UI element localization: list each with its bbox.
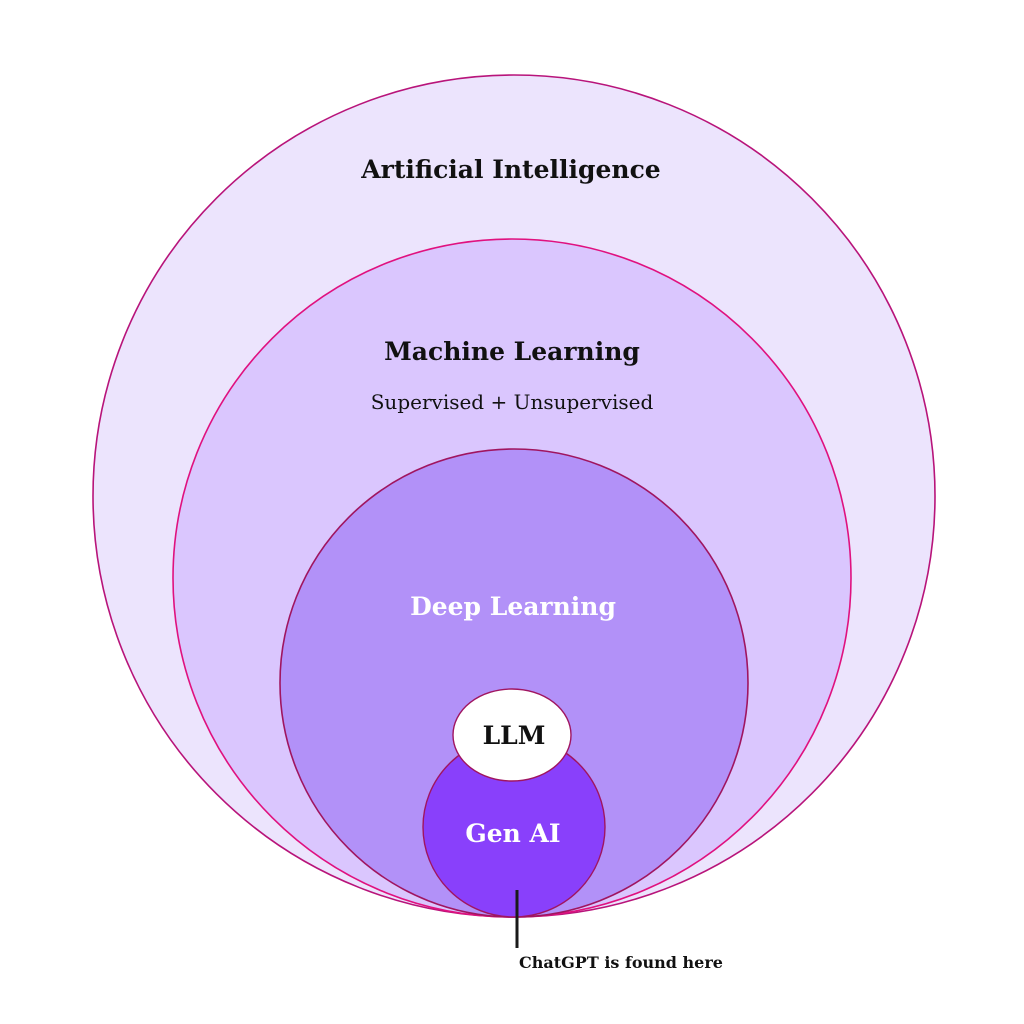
llm-ellipse <box>452 688 572 782</box>
llm-label: LLM <box>483 721 546 750</box>
genai-label: Gen AI <box>465 819 560 848</box>
dl-label: Deep Learning <box>410 592 616 621</box>
ai-label: Artificial Intelligence <box>360 155 660 184</box>
ml-sublabel: Supervised + Unsupervised <box>371 390 654 414</box>
ml-label: Machine Learning <box>384 337 640 366</box>
chatgpt-pointer-label: ChatGPT is found here <box>519 953 723 972</box>
